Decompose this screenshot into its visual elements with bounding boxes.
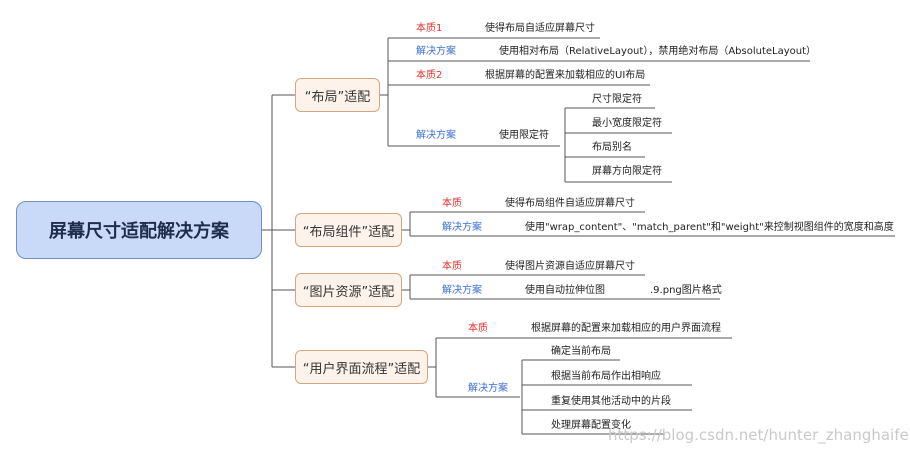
solution-text: 使用自动拉伸位图 (525, 285, 605, 296)
flow-step-item: 确定当前布局 (551, 346, 611, 357)
solution-text: 使用限定符 (499, 130, 549, 141)
flow-step-item: 根据当前布局作出相响应 (551, 371, 661, 382)
qualifier-item: 尺寸限定符 (592, 94, 642, 105)
branch-image-resources-node[interactable]: “图片资源”适配 (295, 273, 402, 307)
flow-step-item: 重复使用其他活动中的片段 (551, 396, 671, 407)
solution-tag: 解决方案 (442, 222, 482, 233)
root-node[interactable]: 屏幕尺寸适配解决方案 (16, 201, 262, 259)
essence-text: 使得图片资源自适应屏幕尺寸 (505, 261, 635, 272)
solution-text: 使用"wrap_content"、"match_parent"和"weight"… (525, 222, 894, 233)
flow-step-item: 处理屏幕配置变化 (551, 420, 631, 431)
qualifier-item: 最小宽度限定符 (592, 118, 662, 129)
qualifier-item: 屏幕方向限定符 (592, 166, 662, 177)
essence-text: 使得布局组件自适应屏幕尺寸 (505, 198, 635, 209)
image-format-item: .9.png图片格式 (650, 285, 722, 296)
essence-text: 根据屏幕的配置来加载相应的UI布局 (485, 70, 646, 81)
branch-layout-components-node[interactable]: “布局组件”适配 (295, 213, 402, 247)
essence-tag: 本质 (442, 198, 462, 209)
branch-ui-flow-node[interactable]: “用户界面流程”适配 (295, 350, 428, 384)
essence-text: 使得布局自适应屏幕尺寸 (485, 23, 595, 34)
solution-tag: 解决方案 (416, 130, 456, 141)
solution-text: 使用相对布局（RelativeLayout），禁用绝对布局（AbsoluteLa… (499, 46, 817, 57)
watermark: https://blog.csdn.net/hunter_zhanghaifen… (608, 426, 910, 444)
solution-tag: 解决方案 (468, 383, 508, 394)
essence-text: 根据屏幕的配置来加载相应的用户界面流程 (531, 323, 721, 334)
essence-tag: 本质2 (416, 70, 443, 81)
solution-tag: 解决方案 (442, 285, 482, 296)
solution-tag: 解决方案 (416, 46, 456, 57)
branch-layout-node[interactable]: “布局”适配 (295, 78, 380, 112)
essence-tag: 本质 (442, 261, 462, 272)
essence-tag: 本质 (468, 323, 488, 334)
qualifier-item: 布局别名 (592, 142, 632, 153)
essence-tag: 本质1 (416, 23, 443, 34)
